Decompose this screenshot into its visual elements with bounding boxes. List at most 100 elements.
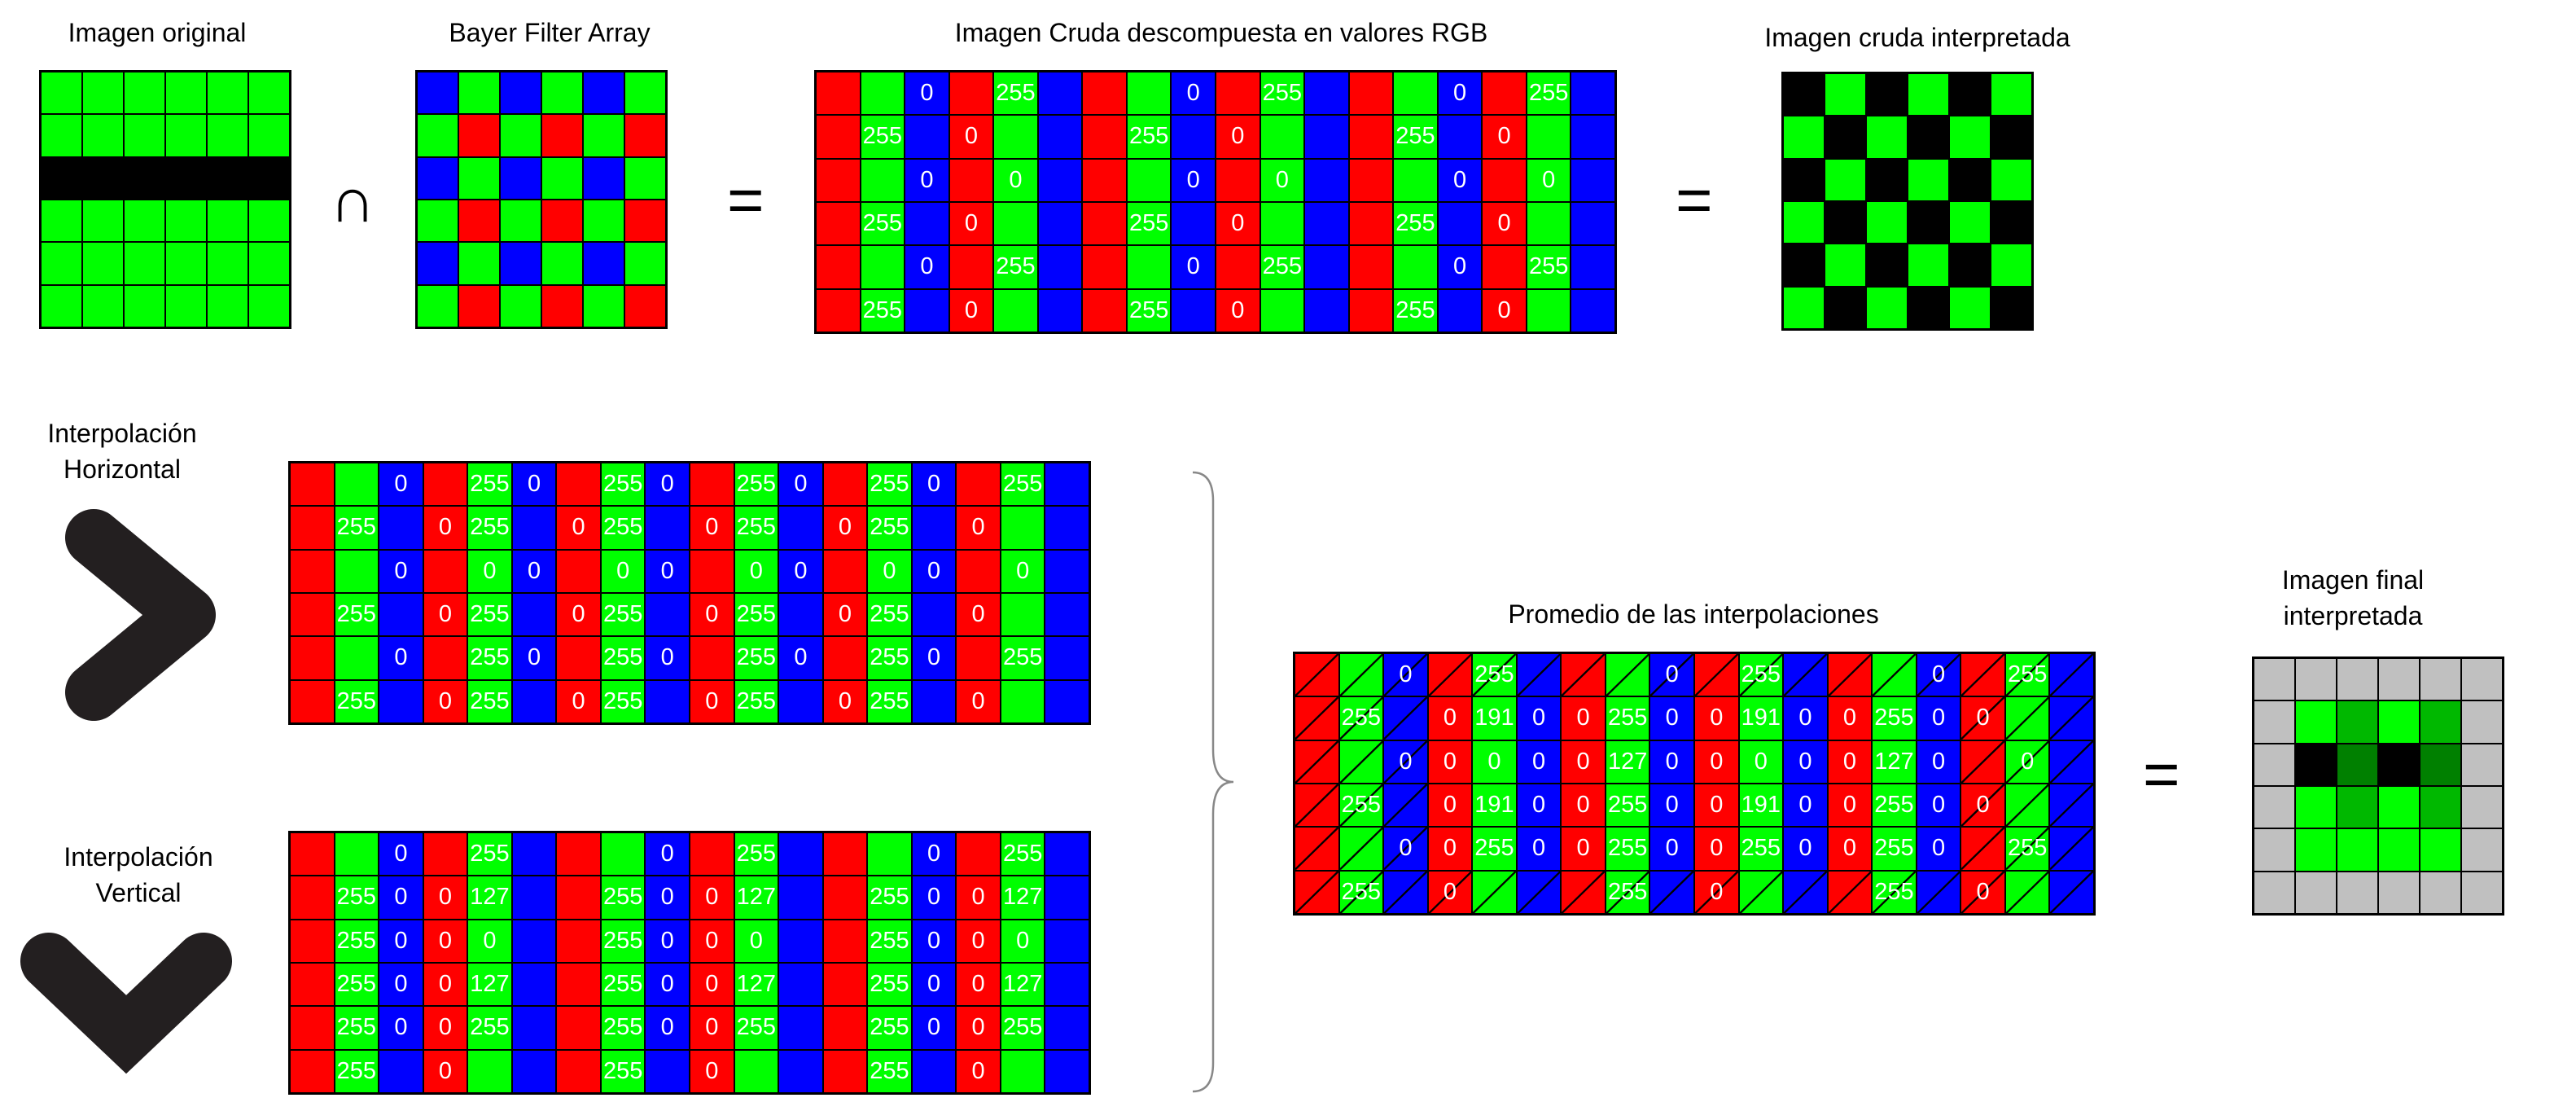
cell-value: 0 [527,557,541,584]
cell-value: 127 [470,971,510,998]
cell-value: 255 [1874,792,1914,819]
original-cell-green [166,285,206,327]
vert-cell-red: 0 [690,920,734,962]
horiz-cell-red [690,550,734,592]
raw-cell-green: 255 [994,72,1037,115]
avg-cell-red [1562,654,1605,696]
cell-value: 0 [1798,792,1812,819]
raw-cell-blue [1571,202,1614,245]
diagonal-slash-icon [2005,740,2049,783]
raw-cell-red [949,246,993,288]
horiz-cell-blue [779,680,822,722]
vert-cell-green: 0 [468,920,511,962]
cell-value: 255 [470,687,510,714]
cell-value: 0 [838,601,852,628]
avg-cell-blue [1650,871,1693,913]
vert-cell-blue: 0 [912,876,956,919]
cell-value: 255 [1341,878,1382,905]
cell-value: 255 [862,210,903,237]
avg-cell-blue: 0 [1384,654,1427,696]
avg-cell-blue [1917,871,1960,913]
cell-value: 0 [1798,748,1812,775]
cell-value: 255 [996,253,1036,280]
horiz-cell-green: 255 [1001,637,1045,679]
avg-cell-green: 255 [1739,828,1783,870]
cell-value: 0 [1710,835,1724,862]
avg-cell-blue: 0 [1784,740,1827,783]
final-cell-gray [2462,786,2502,828]
cell-value: 0 [1710,792,1724,819]
horiz-cell-green: 255 [1001,463,1045,506]
vert-cell-green: 127 [1001,963,1045,1006]
raw-cell-red: 0 [949,116,993,158]
chevron-right-icon [65,509,216,721]
raw-cell-red [817,202,860,245]
cell-value: 0 [660,644,674,671]
avg-cell-green: 255 [1873,828,1916,870]
raw-cell-blue [1305,202,1348,245]
cell-value: 0 [1452,166,1467,193]
final-cell-gray [2420,659,2460,700]
horiz-cell-blue: 0 [912,550,956,592]
cell-value: 0 [483,557,497,584]
cell-value: 255 [1528,80,1569,107]
vert-cell-blue [1045,963,1089,1006]
diagonal-slash-icon [1695,654,1738,696]
raw-cell-blue [1038,202,1082,245]
avg-cell-blue: 0 [1517,784,1561,827]
raw-cell-green: 255 [1260,72,1304,115]
cell-value: 0 [794,644,808,671]
bayer-cell-green [542,243,582,284]
raw_interp-cell-green [1908,74,1948,116]
cell-value: 0 [838,687,852,714]
horiz-cell-red: 0 [423,593,467,636]
cell-value: 0 [1976,792,1990,819]
cell-value: 0 [1275,166,1289,193]
cell-value: 0 [527,644,541,671]
final-cell-green [2379,829,2419,871]
raw_interp-cell-green [1991,244,2031,286]
diagonal-slash-icon [1517,871,1561,913]
horiz-cell-blue [512,593,556,636]
vert-cell-green: 255 [601,920,645,962]
cell-value: 0 [1665,748,1679,775]
vert-cell-blue: 0 [912,920,956,962]
original-cell-black [42,157,81,199]
cell-value: 0 [794,557,808,584]
horiz-cell-red [291,463,334,506]
final-cell-mid-green [2337,701,2377,743]
avg-cell-blue [1384,784,1427,827]
horiz-cell-red: 0 [690,507,734,549]
avg-cell-green: 0 [1739,740,1783,783]
diagonal-slash-icon [1650,871,1693,913]
diagonal-slash-icon [1295,784,1338,827]
cell-value: 0 [1665,835,1679,862]
cell-value: 0 [1576,705,1590,731]
raw-cell-green [994,289,1037,332]
cell-value: 0 [1976,878,1990,905]
vert-cell-blue: 0 [379,833,423,876]
diagonal-slash-icon [1917,654,1960,696]
avg-cell-red [1562,871,1605,913]
original-cell-green [42,200,81,242]
horiz-cell-red [423,550,467,592]
horiz-cell-blue: 0 [512,463,556,506]
raw-cell-green [1260,116,1304,158]
vert-cell-blue [779,876,822,919]
vert-cell-green: 127 [734,876,778,919]
bayer-cell-red [459,200,499,242]
horiz-cell-green: 255 [868,463,911,506]
title-final: Imagen final interpretada [2281,565,2425,630]
vert-cell-green: 0 [734,920,778,962]
cell-value: 255 [470,471,510,498]
diagonal-slash-icon [2050,697,2093,740]
horiz-cell-green: 255 [601,507,645,549]
horiz-cell-green: 255 [601,463,645,506]
cell-value: 0 [1798,835,1812,862]
final-cell-green [2296,786,2336,828]
raw-cell-red: 0 [1216,116,1260,158]
diagonal-slash-icon [2050,654,2093,696]
cell-value: 0 [964,123,978,150]
cell-value: 255 [862,123,903,150]
vert-cell-green: 255 [335,1050,379,1092]
